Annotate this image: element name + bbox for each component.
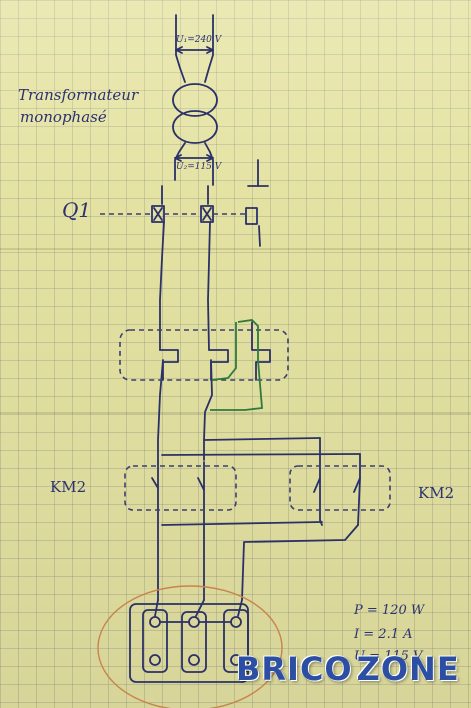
motor-voltage-spec: U = 115 V (354, 649, 423, 664)
motor-current-spec: I = 2.1 A (354, 627, 413, 642)
transformer-title-line1: Transformateur (18, 86, 139, 104)
ground-symbol (247, 159, 269, 187)
thermal-relay-symbol (119, 319, 289, 411)
breaker-q1-label: Q1 (62, 198, 92, 222)
contactor-km2-symbol (124, 437, 391, 601)
breaker-q1-symbol (100, 185, 261, 247)
logo-text-brico: BRICO (236, 650, 353, 688)
secondary-voltage-label: U₂=115 V (176, 162, 222, 172)
primary-voltage-label: U₁=240 V (176, 35, 222, 45)
contactor-km2-left-label: KM2 (50, 478, 87, 496)
power-conductors (157, 221, 213, 463)
transformer-title-line2: monophasé (20, 108, 107, 126)
motor-power-spec: P = 120 W (354, 603, 425, 618)
logo-text-zone: ZONE (356, 650, 460, 688)
paper-fold-line (0, 412, 471, 414)
paper-fold-line (0, 248, 471, 250)
contactor-km2-right-label: KM2 (418, 484, 455, 502)
transformer-symbol (172, 14, 218, 186)
motor-terminal-board (97, 585, 283, 708)
